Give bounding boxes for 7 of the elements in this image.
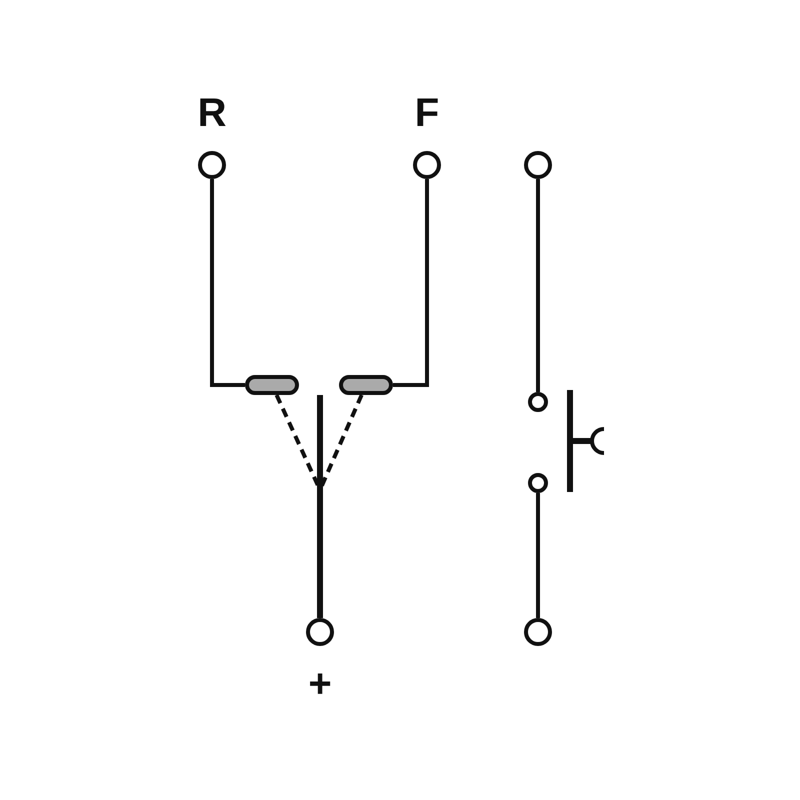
terminal-label: + <box>308 664 332 704</box>
wire <box>393 179 429 387</box>
wire <box>210 179 245 387</box>
wire <box>536 179 540 392</box>
terminal-label: R <box>198 93 226 133</box>
wire <box>536 493 540 618</box>
terminal-label: F <box>414 93 440 133</box>
